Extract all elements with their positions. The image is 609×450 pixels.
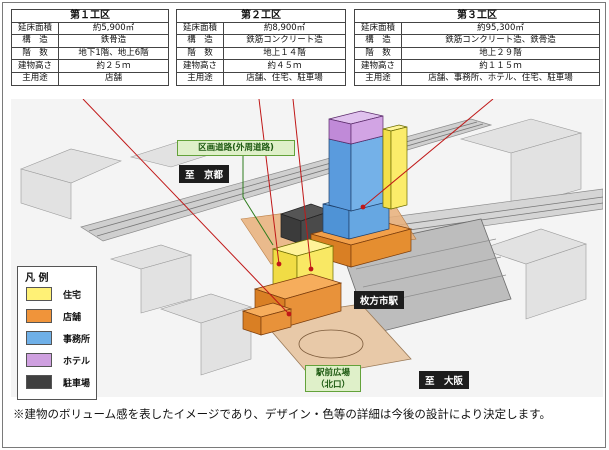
table-value: 地上１４階 xyxy=(223,46,346,61)
road-label: 区画道路(外周道路) xyxy=(177,140,295,156)
table-key: 建物高さ xyxy=(176,59,224,73)
legend-title: 凡 例 xyxy=(25,273,49,284)
table-value: 鉄筋コンクリート造 xyxy=(223,34,346,48)
station-plaza-label: 駅前広場 （北口） xyxy=(305,365,361,392)
station-label: 枚方市駅 xyxy=(354,291,405,309)
legend-label: 店舗 xyxy=(63,313,82,323)
table-value: 店舗 xyxy=(58,71,169,86)
legend: 凡 例 住宅 店舗 事務所 ホテル 駐車場 xyxy=(17,266,97,400)
table-key: 主用途 xyxy=(354,71,402,86)
table-key: 構 造 xyxy=(176,34,224,48)
legend-swatch xyxy=(26,309,52,323)
site-illustration xyxy=(11,99,603,397)
table-value: 鉄筋コンクリート造、鉄骨造 xyxy=(401,34,600,48)
district-3-table: 第３工区 延床面積約95,300㎡ 構 造鉄筋コンクリート造、鉄骨造 階 数地上… xyxy=(354,9,600,86)
district-1-title: 第１工区 xyxy=(11,9,169,23)
legend-label: 駐車場 xyxy=(63,379,91,389)
table-key: 延床面積 xyxy=(176,21,224,36)
table-key: 延床面積 xyxy=(11,21,59,36)
table-key: 建物高さ xyxy=(354,59,402,73)
station-plaza-line2: （北口） xyxy=(315,380,350,390)
legend-item: 事務所 xyxy=(26,331,94,345)
table-value: 地上２９階 xyxy=(401,46,600,61)
station-plaza-line1: 駅前広場 xyxy=(315,368,350,378)
table-key: 主用途 xyxy=(176,71,224,86)
table-value: 約４５ｍ xyxy=(223,59,346,73)
legend-item: 駐車場 xyxy=(26,375,94,389)
table-value: 約95,300㎡ xyxy=(401,21,600,36)
legend-swatch xyxy=(26,287,52,301)
table-key: 階 数 xyxy=(176,46,224,61)
table-value: 地下1階、地上6階 xyxy=(58,46,169,61)
table-key: 主用途 xyxy=(11,71,59,86)
table-value: 店舗、事務所、ホテル、住宅、駐車場 xyxy=(401,71,600,86)
legend-swatch xyxy=(26,375,52,389)
legend-label: ホテル xyxy=(63,357,91,367)
table-key: 構 造 xyxy=(11,34,59,48)
legend-item: ホテル xyxy=(26,353,94,367)
table-key: 階 数 xyxy=(11,46,59,61)
legend-label: 事務所 xyxy=(63,335,91,345)
district-1-table: 第１工区 延床面積約5,900㎡ 構 造鉄骨造 階 数地下1階、地上6階 建物高… xyxy=(11,9,169,86)
table-value: 店舗、住宅、駐車場 xyxy=(223,71,346,86)
legend-item: 住宅 xyxy=(26,287,94,301)
table-value: 約8,900㎡ xyxy=(223,21,346,36)
table-key: 階 数 xyxy=(354,46,402,61)
table-value: 約１１５ｍ xyxy=(401,59,600,73)
district-3-title: 第３工区 xyxy=(354,9,600,23)
table-value: 約5,900㎡ xyxy=(58,21,169,36)
legend-item: 店舗 xyxy=(26,309,94,323)
table-key: 構 造 xyxy=(354,34,402,48)
table-key: 延床面積 xyxy=(354,21,402,36)
table-key: 建物高さ xyxy=(11,59,59,73)
legend-swatch xyxy=(26,331,52,345)
table-value: 鉄骨造 xyxy=(58,34,169,48)
district-2-title: 第２工区 xyxy=(176,9,346,23)
legend-label: 住宅 xyxy=(63,291,82,301)
disclaimer-note: ※建物のボリューム感を表したイメージであり、デザイン・色等の詳細は今後の設計によ… xyxy=(13,407,551,421)
legend-swatch xyxy=(26,353,52,367)
to-kyoto-label: 至 京都 xyxy=(179,165,230,183)
table-value: 約２５ｍ xyxy=(58,59,169,73)
district-2-table: 第２工区 延床面積約8,900㎡ 構 造鉄筋コンクリート造 階 数地上１４階 建… xyxy=(176,9,346,86)
to-osaka-label: 至 大阪 xyxy=(419,371,470,389)
